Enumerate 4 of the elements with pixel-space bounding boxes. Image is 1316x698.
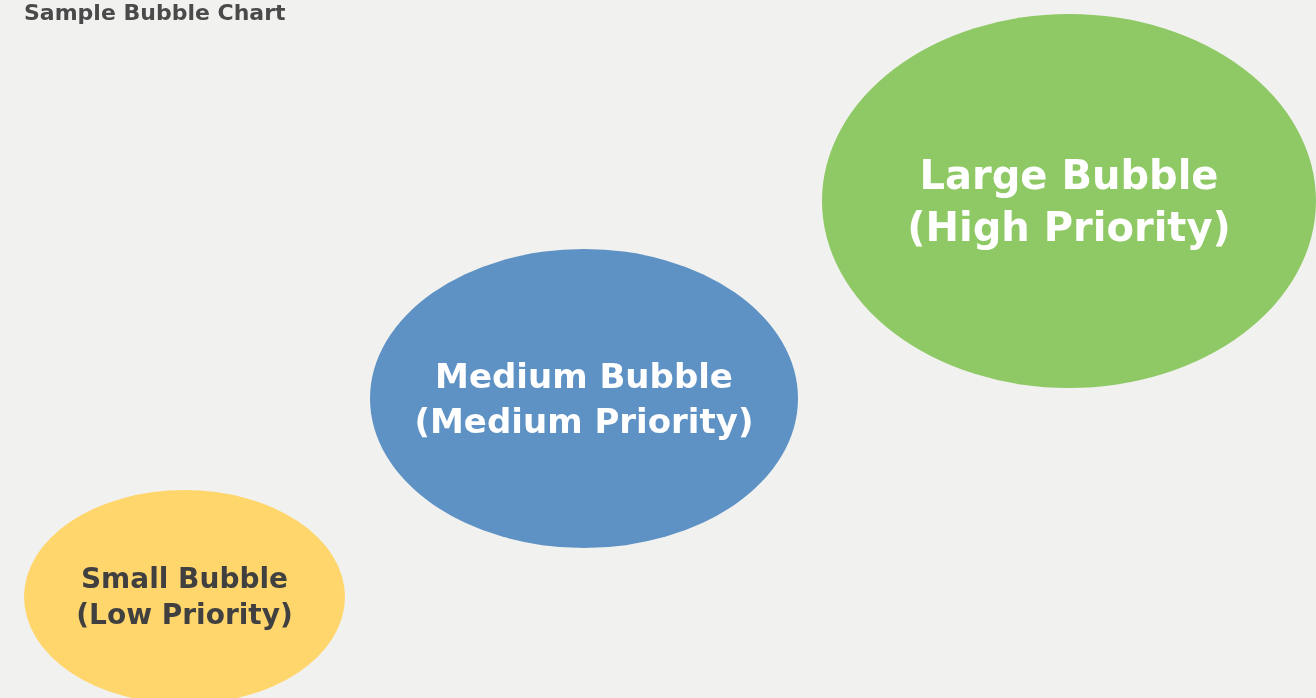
bubble-label: Small Bubble (Low Priority) [75, 560, 294, 633]
chart-title: Sample Bubble Chart [24, 0, 286, 25]
bubble-label: Medium Bubble (Medium Priority) [413, 355, 755, 443]
bubble-label: Large Bubble (High Priority) [906, 151, 1232, 252]
